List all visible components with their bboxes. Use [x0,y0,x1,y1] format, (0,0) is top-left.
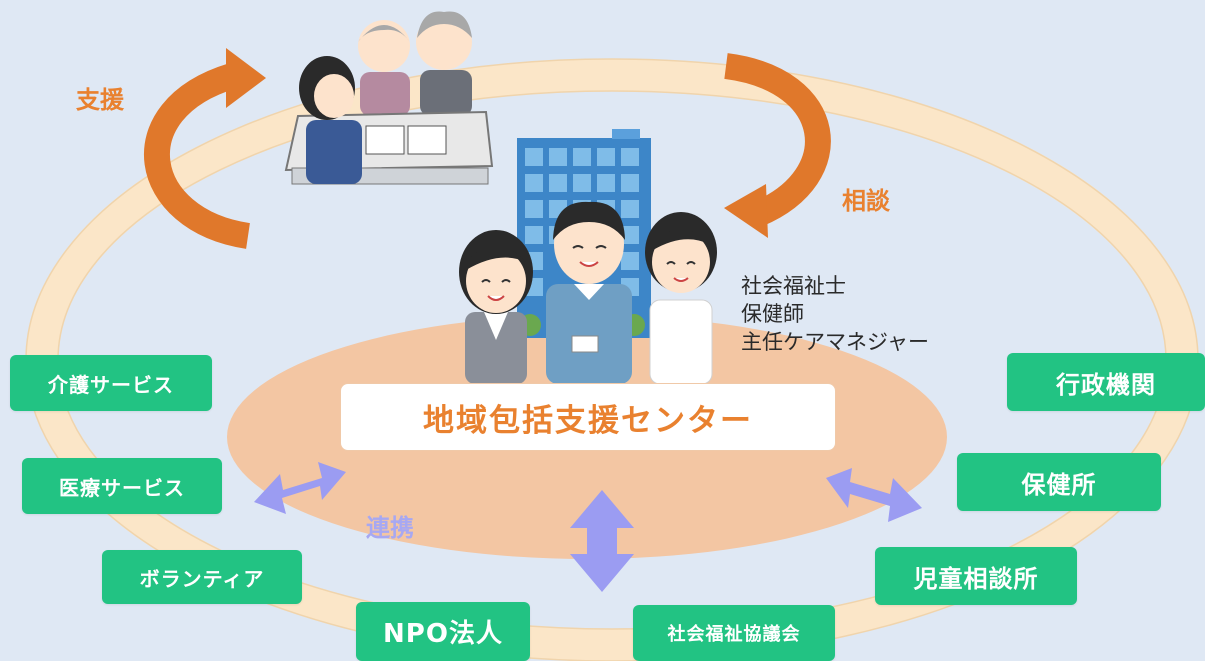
staff-illustration [459,201,717,385]
role-social-worker: 社会福祉士 [741,274,846,298]
role-chief-care-manager: 主任ケアマネジャー [741,330,929,354]
collab-arrow-center [570,490,634,592]
role-public-health-nurse: 保健師 [741,302,804,326]
partner-government: 行政機関 [1007,353,1205,411]
partner-npo: NPO法人 [356,602,530,661]
consultation-illustration [284,11,494,185]
partner-volunteers: ボランティア [102,550,302,604]
collab-arrow-left [254,462,346,514]
consult-arrow [724,53,831,238]
collab-arrows [254,462,922,592]
partner-medical-services: 医療サービス [22,458,222,514]
center-title: 地域包括支援センター [340,383,836,451]
collab-arrow-right [826,468,922,522]
support-label: 支援 [76,86,124,114]
partner-care-services: 介護サービス [10,355,212,411]
staff-roles-list: 社会福祉士 保健師 主任ケアマネジャー [741,272,929,356]
partner-child-consultation-center: 児童相談所 [875,547,1077,605]
partner-health-center: 保健所 [957,453,1161,511]
consult-label: 相談 [842,187,890,215]
collab-label: 連携 [366,514,414,542]
partner-social-welfare-council: 社会福祉協議会 [633,605,835,661]
support-arrow [144,48,266,249]
